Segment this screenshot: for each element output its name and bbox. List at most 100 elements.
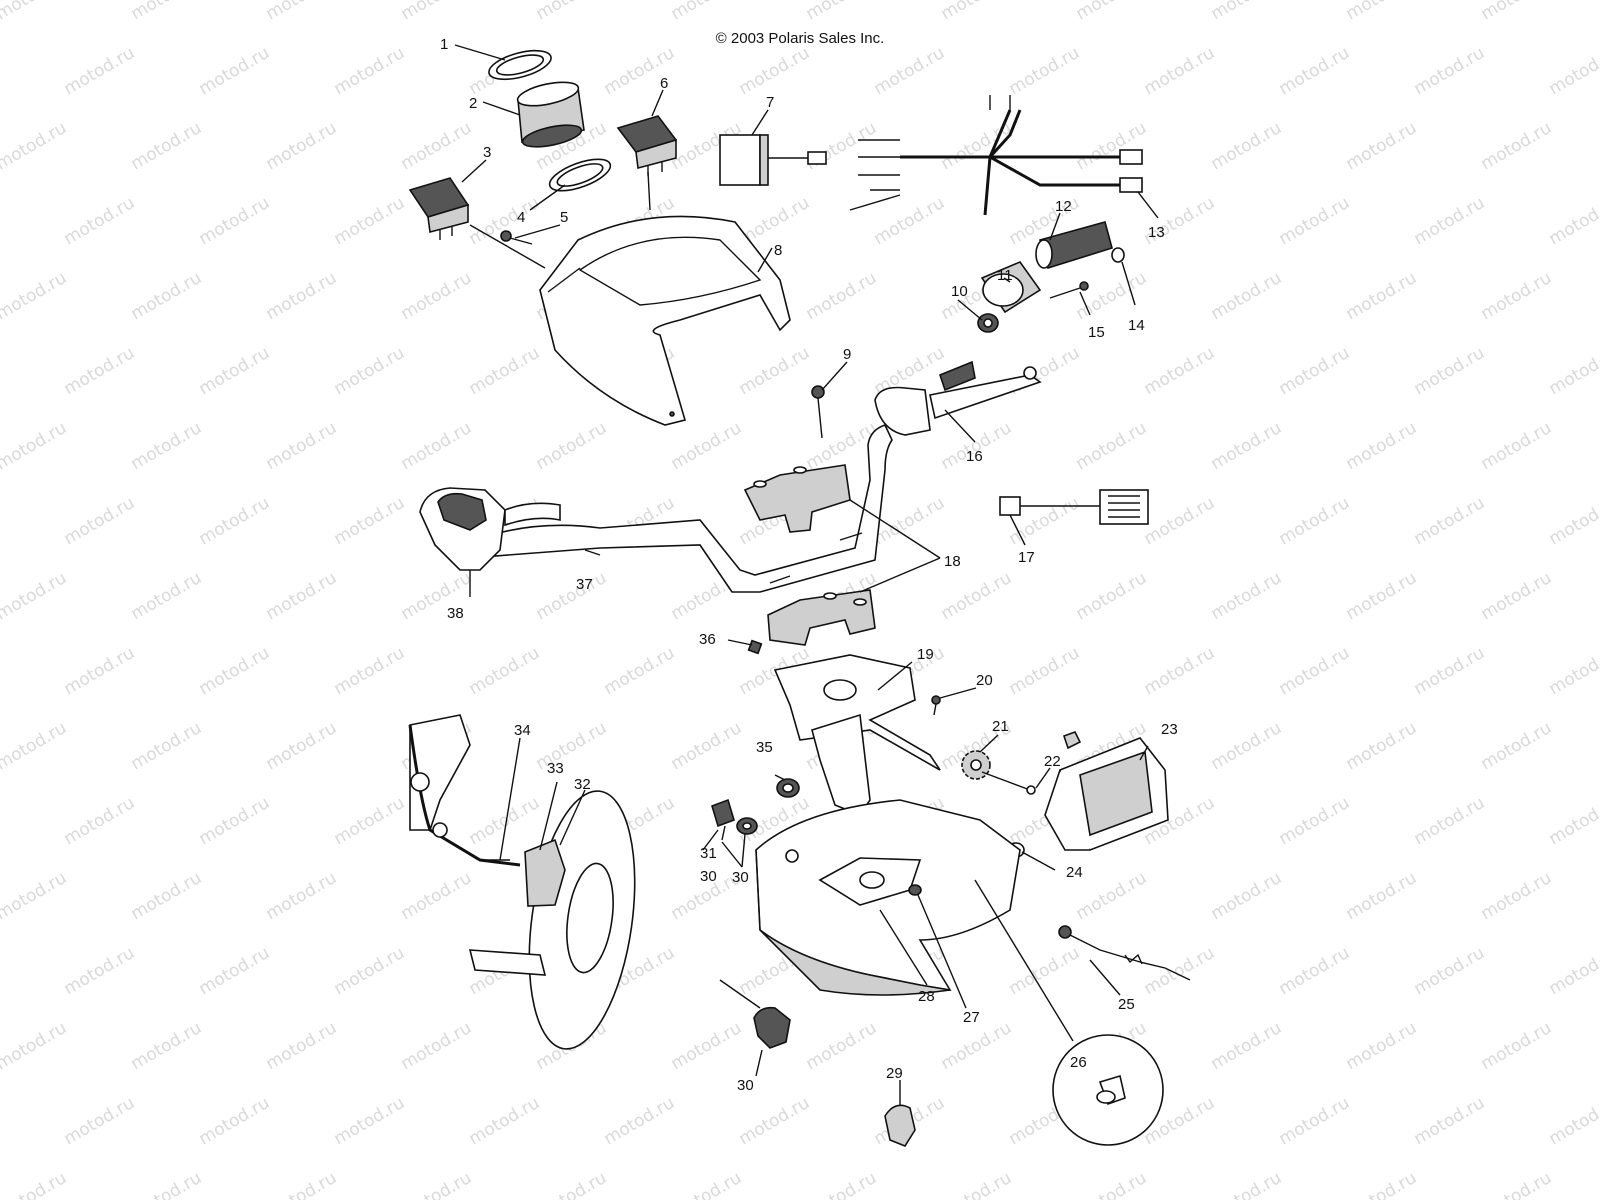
watermark-text: motod.ru [331, 793, 409, 849]
watermark-text: motod.ru [263, 1168, 341, 1200]
watermark-text: motod.ru [1276, 1093, 1354, 1149]
callout-38: 38 [447, 605, 464, 622]
watermark-text: motod.ru [1478, 718, 1556, 774]
watermark-text: motod.ru [1208, 418, 1286, 474]
watermark-text: motod.ru [1006, 343, 1084, 399]
callout-30-b: 30 [737, 1077, 754, 1094]
watermark-text: motod.ru [1343, 1018, 1421, 1074]
watermark-text: motod.ru [0, 1093, 3, 1149]
watermark-text: motod.ru [1343, 0, 1421, 24]
watermark-text: motod.ru [1478, 1168, 1556, 1200]
callout-8: 8 [774, 242, 782, 259]
callout-1: 1 [440, 36, 448, 53]
part-25-cable [1058, 925, 1191, 981]
watermark-text: motod.ru [938, 1168, 1016, 1200]
callout-32: 32 [574, 776, 591, 793]
watermark-text: motod.ru [533, 0, 611, 24]
callout-18: 18 [944, 553, 961, 570]
watermark-text: motod.ru [196, 193, 274, 249]
watermark-text: motod.ru [736, 43, 814, 99]
part-15-screw [1049, 281, 1089, 299]
callout-16: 16 [966, 448, 983, 465]
watermark-text: motod.ru [1546, 793, 1600, 849]
watermark-text: motod.ru [1546, 43, 1600, 99]
watermark-text: motod.ru [196, 1093, 274, 1149]
watermark-text: motod.ru [1546, 1093, 1600, 1149]
watermark-text: motod.ru [1208, 118, 1286, 174]
callout-36: 36 [699, 631, 716, 648]
watermark-text: motod.ru [128, 118, 206, 174]
watermark-text: motod.ru [196, 643, 274, 699]
watermark-text: motod.ru [128, 418, 206, 474]
watermark-text: motod.ru [1073, 268, 1151, 324]
watermark-text: motod.ru [668, 718, 746, 774]
watermark-text: motod.ru [196, 343, 274, 399]
watermark-text: motod.ru [196, 493, 274, 549]
watermark-text: motod.ru [803, 268, 881, 324]
watermark-text: motod.ru [803, 0, 881, 24]
watermark-text: motod.ru [1141, 943, 1219, 999]
callout-14: 14 [1128, 317, 1145, 334]
watermark-text: motod.ru [668, 1168, 746, 1200]
watermark-text: motod.ru [1276, 343, 1354, 399]
watermark-text: motod.ru [0, 718, 70, 774]
watermark-text: motod.ru [1276, 643, 1354, 699]
watermark-text: motod.ru [331, 493, 409, 549]
part-31-indicator [711, 798, 735, 841]
watermark-text: motod.ru [1073, 568, 1151, 624]
watermark-text: motod.ru [1006, 643, 1084, 699]
watermark-text: motod.ru [871, 43, 949, 99]
watermark-text: motod.ru [398, 268, 476, 324]
watermark-text: motod.ru [1276, 793, 1354, 849]
callout-27: 27 [963, 1009, 980, 1026]
watermark-text: motod.ru [533, 1168, 611, 1200]
watermark-text: motod.ru [0, 493, 3, 549]
watermark-text: motod.ru [128, 1018, 206, 1074]
callout-29: 29 [886, 1065, 903, 1082]
part-13-harness [849, 95, 1143, 216]
watermark-text: motod.ru [196, 43, 274, 99]
watermark-text: motod.ru [1343, 718, 1421, 774]
part-4-ring [548, 158, 612, 192]
watermark-text: motod.ru [1343, 568, 1421, 624]
watermark-text: motod.ru [331, 643, 409, 699]
watermark-text: motod.ru [466, 643, 544, 699]
watermark-text: motod.ru [1478, 0, 1556, 24]
watermark-text: motod.ru [1411, 193, 1489, 249]
watermark-text: motod.ru [398, 0, 476, 24]
watermark-text: motod.ru [601, 1093, 679, 1149]
watermark-text: motod.ru [1411, 943, 1489, 999]
leader-lines [454, 44, 1159, 1105]
callout-24: 24 [1066, 864, 1083, 881]
watermark-text: motod.ru [1208, 568, 1286, 624]
watermark-text: motod.ru [263, 718, 341, 774]
watermark-text: motod.ru [736, 343, 814, 399]
watermark-text: motod.ru [128, 0, 206, 24]
watermark-text: motod.ru [0, 943, 3, 999]
watermark-text: motod.ru [61, 793, 139, 849]
watermark-text: motod.ru [61, 43, 139, 99]
watermark-text: motod.ru [0, 118, 70, 174]
part-5-screw [500, 230, 533, 245]
part-10-washer [977, 313, 999, 333]
watermark-text: motod.ru [1073, 868, 1151, 924]
callout-35: 35 [756, 739, 773, 756]
watermark-text: motod.ru [1411, 793, 1489, 849]
watermark-text: motod.ru [1546, 643, 1600, 699]
watermark-text: motod.ru [1006, 943, 1084, 999]
callout-34: 34 [514, 722, 531, 739]
callout-31: 31 [700, 845, 717, 862]
watermark-text: motod.ru [466, 793, 544, 849]
watermark-text: motod.ru [128, 568, 206, 624]
watermark-text: motod.ru [331, 943, 409, 999]
callout-26: 26 [1070, 1054, 1087, 1071]
part-34-bracket [408, 714, 547, 976]
watermark-text: motod.ru [0, 268, 70, 324]
watermark-text: motod.ru [1478, 118, 1556, 174]
watermark-text: motod.ru [938, 0, 1016, 24]
watermark-text: motod.ru [871, 193, 949, 249]
part-29-clamp [884, 1104, 916, 1147]
watermark-text: motod.ru [1208, 0, 1286, 24]
watermark-text: motod.ru [0, 868, 70, 924]
callout-12: 12 [1055, 198, 1072, 215]
